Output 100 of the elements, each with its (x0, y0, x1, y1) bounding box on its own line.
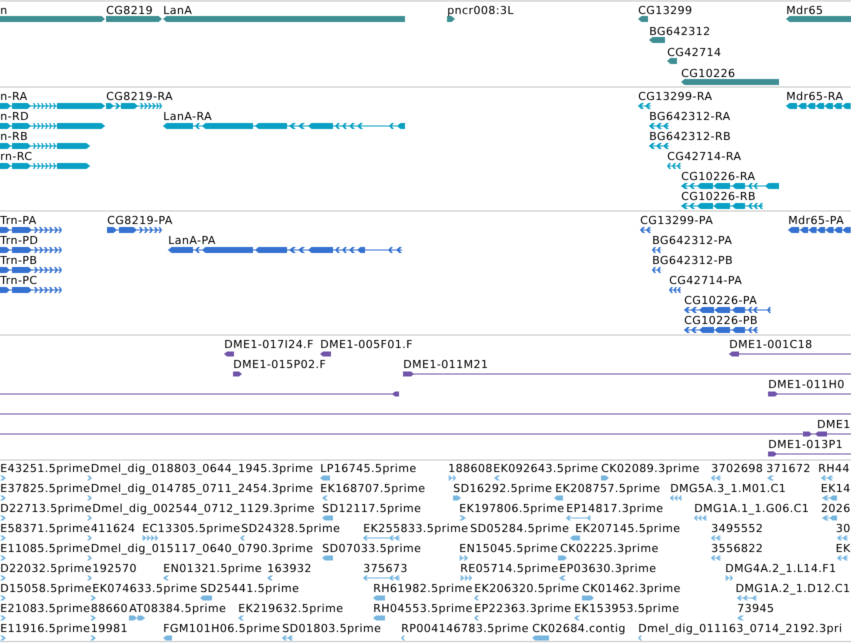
est-label: E21083.5prime (1, 604, 90, 614)
est-label: FGM101H06.5prime (164, 624, 280, 634)
transcript-label: Mdr65-RA (787, 92, 843, 100)
est-label: RH61982.5prime (374, 584, 472, 594)
est-label: EK153953.5prime (575, 604, 678, 614)
est-label: EK168707.5prime (321, 484, 424, 494)
transcript-label: LanA-RA (164, 112, 212, 120)
est-label: SD05284.5prime (470, 524, 568, 534)
est-label: 371672 (767, 464, 810, 472)
est-label: D22713.5prime (1, 504, 91, 514)
est-label: E43251.5prime (1, 464, 90, 474)
transcript-label: BG642312-RA (650, 112, 730, 120)
est-label: EP03630.3prime (560, 564, 656, 574)
est-label: EK (836, 544, 850, 552)
est-label: EP14817.3prime (567, 504, 662, 514)
est-label: RE05714.5prime (461, 564, 558, 574)
est-label: EK14 (822, 484, 850, 492)
est-label: SD25441.5prime (200, 584, 298, 594)
est-label: Dmel_dig_002544_0712_1129.3prime (93, 504, 314, 515)
est-label: 19981 (92, 624, 126, 632)
est-label: Dmel_dig_015117_0640_0790.3prime (92, 544, 312, 555)
clone-label: DME1-001C18 (730, 340, 812, 348)
transcript-label: n-RA (1, 92, 28, 100)
est-label: SD01803.5prime (282, 624, 380, 634)
est-label: DMG1A.2_1.D12.C1 (736, 584, 850, 595)
transcript-label: CG8219-RA (106, 92, 172, 100)
clone-label: DME1-005F01.F (321, 340, 412, 348)
est-label: 375673 (364, 564, 406, 572)
clone-label: DME1-015P02.F (234, 360, 326, 368)
transcript-label: rn-RC (1, 152, 32, 160)
transcript-label: CG10226-RA (682, 172, 755, 180)
transcript-label: CG42714-RA (668, 152, 741, 160)
est-label: SD24328.5prime (242, 524, 340, 534)
est-label: 73945 (738, 604, 773, 612)
est-label: D15058.5prime (1, 584, 91, 594)
est-label: CK02684.contig (532, 624, 624, 634)
est-label: 88660 (92, 604, 127, 612)
est-label: EK255833.5prime (364, 524, 468, 534)
protein-label: Trn-PB (0, 256, 36, 264)
est-label: Dmel_dig_011163_0714_2192.3pri (639, 624, 841, 635)
est-label: DMG1A.1_1.G06.C1 (695, 504, 808, 515)
clone-label: DME1-011H0 (769, 380, 844, 388)
protein-label: Mdr65-PA (789, 216, 844, 224)
est-label: LP16745.5prime (321, 464, 416, 474)
est-label: EK206320.5prime (475, 584, 578, 594)
clone-label: DME1-017I24.F (225, 340, 313, 348)
gene-label: LanA (164, 6, 192, 14)
est-label: RP004146783.5prime (402, 624, 528, 634)
est-label: EP22363.3prime (475, 604, 570, 614)
clone-label: DME1 (818, 420, 850, 428)
gene-label: n (1, 8, 6, 14)
est-label: 411624 (91, 524, 134, 532)
est-label: SD16292.5prime (454, 484, 552, 494)
clone-label: DME1-013P1 (769, 440, 842, 448)
est-label: CK02225.3prime (560, 544, 658, 554)
protein-label: CG8219-PA (108, 216, 172, 224)
clone-label: DME1-011M21 (404, 360, 487, 368)
protein-label: CG42714-PA (670, 276, 742, 284)
est-label: EK219632.5prime (239, 604, 342, 614)
est-label: Dmel_dig_014785_0711_2454.3prime (92, 484, 312, 495)
est-label: 30 (836, 524, 850, 532)
protein-label: LanA-PA (169, 236, 216, 244)
est-label: CK01462.3prime (582, 584, 680, 594)
est-label: 163932 (268, 564, 310, 572)
est-label: 2026 (822, 504, 850, 512)
est-label: EK197806.5prime (460, 504, 564, 514)
est-label: AT08384.5prime (129, 604, 226, 614)
est-label: EN15045.5prime (460, 544, 558, 554)
est-label: EC13305.5prime (143, 524, 240, 534)
est-label: 3702698 (712, 464, 762, 472)
protein-label: Trn-PD (0, 236, 38, 244)
protein-label: CG13299-PA (640, 216, 713, 224)
transcript-label: CG13299-RA (638, 92, 712, 100)
gene-label: BG642312 (650, 26, 710, 36)
gene-label: CG8219 (106, 6, 152, 14)
gene-label: CG10226 (682, 68, 734, 78)
transcript-label: BG642312-RB (650, 132, 730, 140)
est-label: EK208757.5prime (556, 484, 660, 494)
est-label: RH04553.5prime (374, 604, 472, 614)
transcript-label: n-RD (1, 112, 28, 120)
est-label: SD07033.5prime (322, 544, 420, 554)
est-label: DMG4A.2_1.L14.F1 (726, 564, 836, 575)
est-label: 3495552 (712, 524, 762, 532)
est-label: DMG5A.3_1.M01.C1 (671, 484, 785, 495)
gene-label: CG42714 (668, 48, 720, 56)
est-label: E11916.5prime (1, 624, 90, 634)
protein-label: BG642312-PA (653, 236, 732, 244)
est-label: E58371.5prime (1, 524, 90, 534)
gene-label: CG13299 (638, 6, 692, 14)
est-label: Dmel_dig_018803_0644_1945.3prime (92, 464, 312, 475)
est-label: CK02089.3prime (602, 464, 699, 474)
est-label: EK074633.5prime (93, 584, 197, 594)
gene-label: pncr008:3L (448, 6, 514, 16)
transcript-label: CG10226-RB (682, 192, 755, 200)
est-label: 192570 (94, 564, 136, 572)
est-label: E37825.5prime (1, 484, 90, 494)
est-label: EK207145.5prime (576, 524, 680, 534)
gene-label: Mdr65 (787, 6, 822, 14)
est-label: 3556822 (712, 544, 762, 552)
est-label: RH44 (819, 464, 849, 472)
